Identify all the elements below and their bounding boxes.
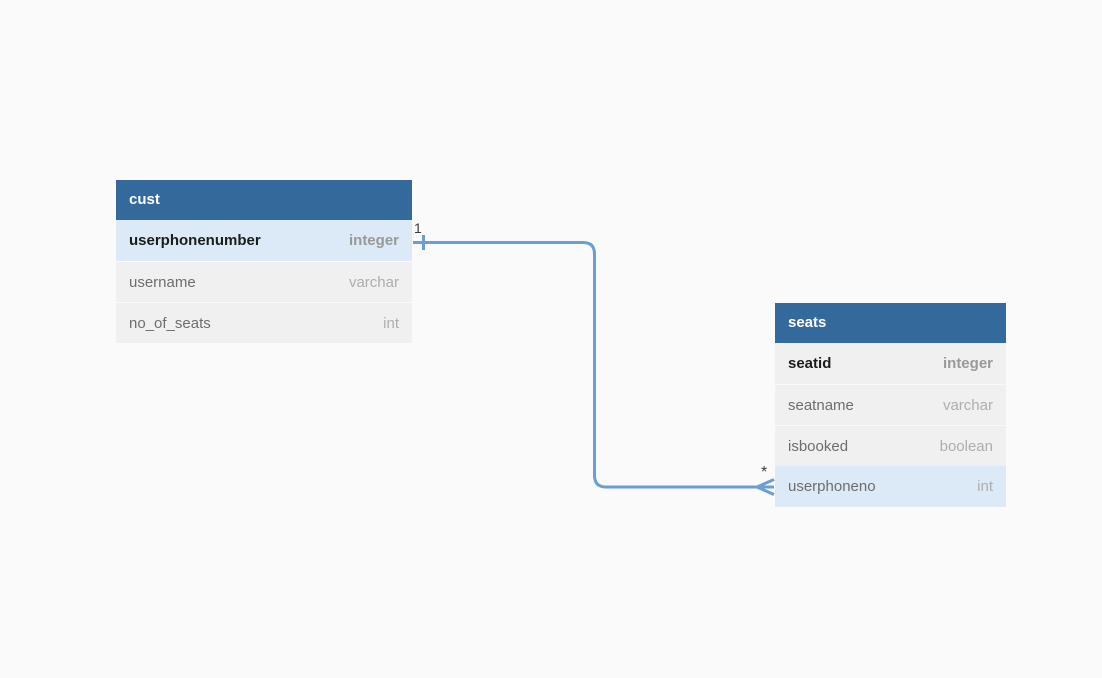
table-row-userphoneno[interactable]: userphoneno int	[775, 466, 1006, 507]
cardinality-label-one: 1	[414, 220, 422, 236]
column-name: no_of_seats	[129, 314, 211, 332]
column-type: varchar	[348, 273, 399, 291]
column-name: username	[129, 273, 196, 291]
table-cust-header[interactable]: cust	[116, 180, 412, 220]
relationship-line[interactable]	[413, 235, 775, 496]
table-row-no-of-seats[interactable]: no_of_seats int	[116, 302, 412, 343]
column-type: int	[977, 478, 993, 495]
table-row-isbooked[interactable]: isbooked boolean	[775, 425, 1006, 466]
table-row-userphonenumber[interactable]: userphonenumber integer	[116, 220, 412, 261]
column-type: integer	[942, 355, 993, 372]
column-type: boolean	[939, 437, 993, 455]
column-name: seatid	[788, 355, 832, 372]
column-name: userphoneno	[788, 478, 876, 495]
column-name: userphonenumber	[129, 232, 261, 249]
column-type: int	[383, 314, 399, 332]
table-row-seatname[interactable]: seatname varchar	[775, 384, 1006, 425]
column-type: varchar	[942, 396, 993, 414]
crows-foot-marker	[756, 478, 775, 496]
table-row-seatid[interactable]: seatid integer	[775, 343, 1006, 384]
table-cust[interactable]: cust userphonenumber integer username va…	[116, 180, 412, 343]
table-row-username[interactable]: username varchar	[116, 261, 412, 302]
column-type: integer	[348, 232, 399, 249]
table-seats-header[interactable]: seats	[775, 303, 1006, 343]
column-name: seatname	[788, 396, 854, 414]
table-seats[interactable]: seats seatid integer seatname varchar is…	[775, 303, 1006, 507]
column-name: isbooked	[788, 437, 849, 455]
cardinality-label-many: *	[761, 464, 768, 481]
